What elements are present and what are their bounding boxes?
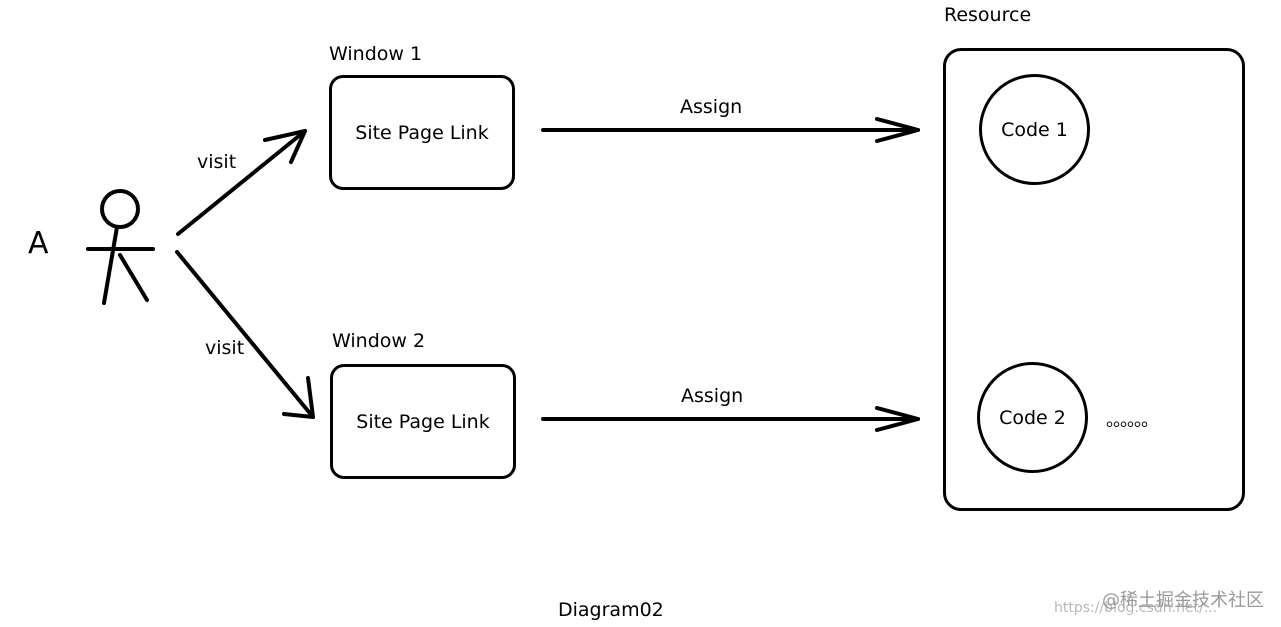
assign-arrow-top <box>541 117 920 143</box>
window-1-box: Site Page Link <box>329 75 515 190</box>
window-2-title: Window 2 <box>332 330 426 352</box>
window-2-content: Site Page Link <box>356 410 490 433</box>
visit-label-top: visit <box>197 151 237 173</box>
watermark-url: https://blog.csdn.net/... <box>1054 600 1218 616</box>
assign-label-top: Assign <box>680 96 743 118</box>
code-2-node: Code 2 <box>977 362 1088 473</box>
actor-head <box>100 189 140 229</box>
resource-title: Resource <box>944 4 1032 26</box>
window-2-box: Site Page Link <box>330 364 516 479</box>
diagram-caption: Diagram02 <box>558 599 664 621</box>
visit-arrow-bottom <box>175 250 315 419</box>
assign-arrow-bottom <box>541 406 920 432</box>
actor-leg <box>118 253 149 302</box>
more-codes-ellipsis: 。。。。。。 <box>1106 410 1159 431</box>
code-1-label: Code 1 <box>1001 118 1068 141</box>
assign-label-bottom: Assign <box>681 385 744 407</box>
code-2-label: Code 2 <box>999 406 1066 429</box>
visit-arrow-top <box>176 129 307 236</box>
actor-label: A <box>28 226 49 261</box>
watermark-brand: @稀土掘金技术社区 <box>1102 590 1264 611</box>
visit-label-bottom: visit <box>205 337 245 359</box>
window-1-content: Site Page Link <box>355 121 489 144</box>
actor-figure <box>86 189 155 305</box>
code-1-node: Code 1 <box>979 74 1090 185</box>
window-1-title: Window 1 <box>329 43 423 65</box>
actor-body <box>102 225 119 305</box>
